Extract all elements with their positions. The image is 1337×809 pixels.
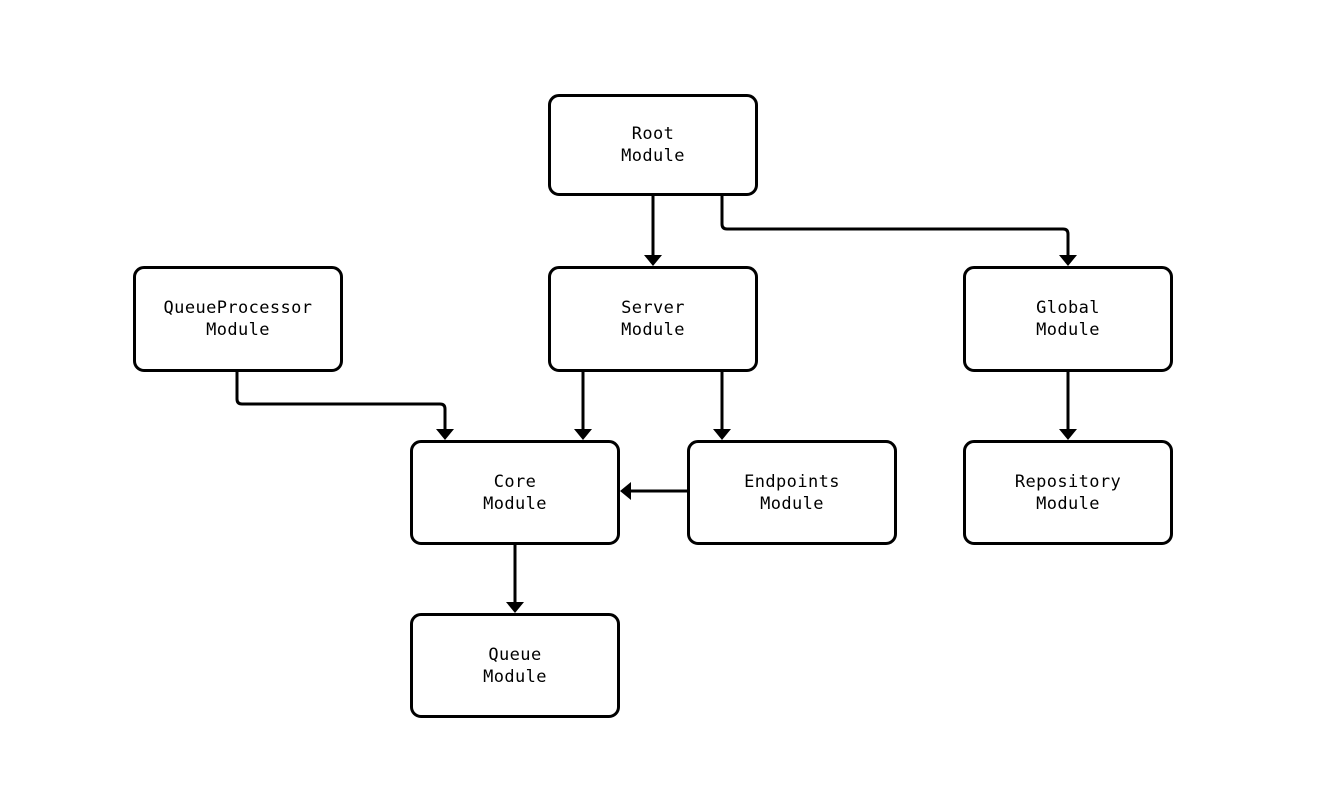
edge-line [235,372,447,432]
node-label-primary: Endpoints [744,471,840,492]
node-label-primary: Core [493,471,537,492]
node-label-primary: QueueProcessor [163,298,313,318]
arrowhead-icon [620,482,631,500]
edge-endpoints-to-core [620,482,687,500]
edge-server-to-core [574,372,592,440]
node-label-secondary: Module [483,493,547,514]
node-label-primary: Queue [488,644,542,665]
node-label-primary: Server [621,298,685,318]
arrowhead-icon [574,429,592,440]
edge-queueprocessor-to-core [235,372,454,440]
node-label-secondary: Module [1036,320,1100,340]
edge-line [720,196,1070,258]
node-label-primary: Root [631,124,675,144]
edge-root-to-server [644,196,662,266]
arrowhead-icon [1059,429,1077,440]
arrowhead-icon [1059,255,1077,266]
node-label-secondary: Module [1036,493,1100,514]
node-label-secondary: Module [206,320,270,340]
arrowhead-icon [713,429,731,440]
edge-core-to-queue [506,545,524,613]
node-label-primary: Repository [1014,471,1122,492]
edge-global-to-repository [1059,372,1077,440]
edge-root-to-global [720,196,1077,266]
arrowhead-icon [644,255,662,266]
node-label-primary: Global [1036,298,1100,318]
arrowhead-icon [506,602,524,613]
node-label-secondary: Module [621,146,685,166]
node-label-secondary: Module [483,666,547,687]
edge-server-to-endpoints [713,372,731,440]
node-label-secondary: Module [760,493,824,514]
arrowhead-icon [436,429,454,440]
node-label-secondary: Module [621,320,685,340]
